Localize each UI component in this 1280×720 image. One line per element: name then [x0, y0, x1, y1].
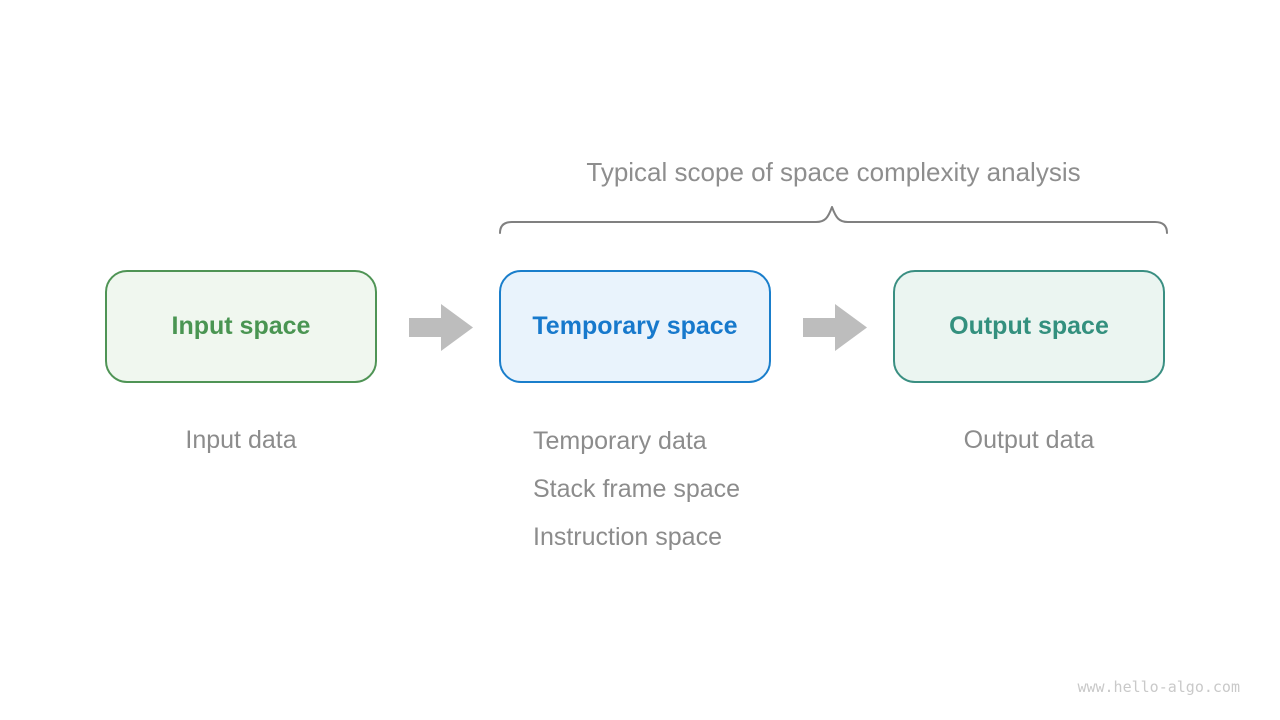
note-input-data: Input data	[185, 426, 297, 454]
node-input-space: Input space	[105, 270, 377, 383]
node-output-space-label: Output space	[949, 312, 1109, 340]
note-temporary-data: Temporary data	[533, 427, 707, 455]
arrow-right-icon	[409, 304, 473, 351]
note-output-data: Output data	[963, 426, 1095, 454]
note-stack-frame-space: Stack frame space	[533, 475, 741, 503]
node-temporary-space: Temporary space	[499, 270, 771, 383]
note-list-temporary: Temporary data Stack frame space Instruc…	[533, 426, 740, 570]
node-temporary-space-label: Temporary space	[532, 312, 738, 340]
node-output-space: Output space	[893, 270, 1165, 383]
note-instruction-space: Instruction space	[533, 523, 722, 551]
scope-title: Typical scope of space complexity analys…	[586, 157, 1081, 187]
node-input-space-label: Input space	[171, 312, 311, 340]
watermark: www.hello-algo.com	[1077, 678, 1240, 696]
arrow-right-icon	[803, 304, 867, 351]
scope-brace	[499, 206, 1168, 234]
